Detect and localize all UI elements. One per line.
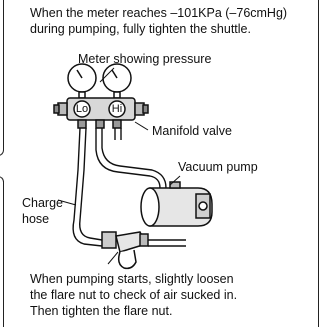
hoses xyxy=(72,127,167,247)
service-valve xyxy=(101,231,186,270)
hi-gauge xyxy=(102,63,132,99)
meter-label: Meter showing pressure xyxy=(78,52,212,66)
charge-hose-label-line1: Charge xyxy=(22,196,63,210)
top-note-line1: When the meter reaches –101KPa (–76cmHg) xyxy=(30,6,288,20)
top-note-line2: during pumping, fully tighten the shuttl… xyxy=(30,22,251,36)
manifold-label: Manifold valve xyxy=(152,124,232,138)
lo-gauge xyxy=(67,63,97,99)
vacuum-pump xyxy=(140,181,213,227)
charge-hose-label-line2: hose xyxy=(22,212,50,226)
lo-gauge-label: Lo xyxy=(75,103,89,115)
leader-lines xyxy=(57,67,181,265)
bottom-note-line1: When pumping starts, slightly loosen xyxy=(30,272,234,286)
manifold-body xyxy=(53,97,149,129)
bottom-note-line2: the flare nut to check of air sucked in. xyxy=(30,288,238,302)
hi-gauge-label: Hi xyxy=(111,103,123,115)
bottom-note-line3: Then tighten the flare nut. xyxy=(30,304,173,318)
right-frame xyxy=(318,0,322,327)
pump-label: Vacuum pump xyxy=(178,160,258,174)
